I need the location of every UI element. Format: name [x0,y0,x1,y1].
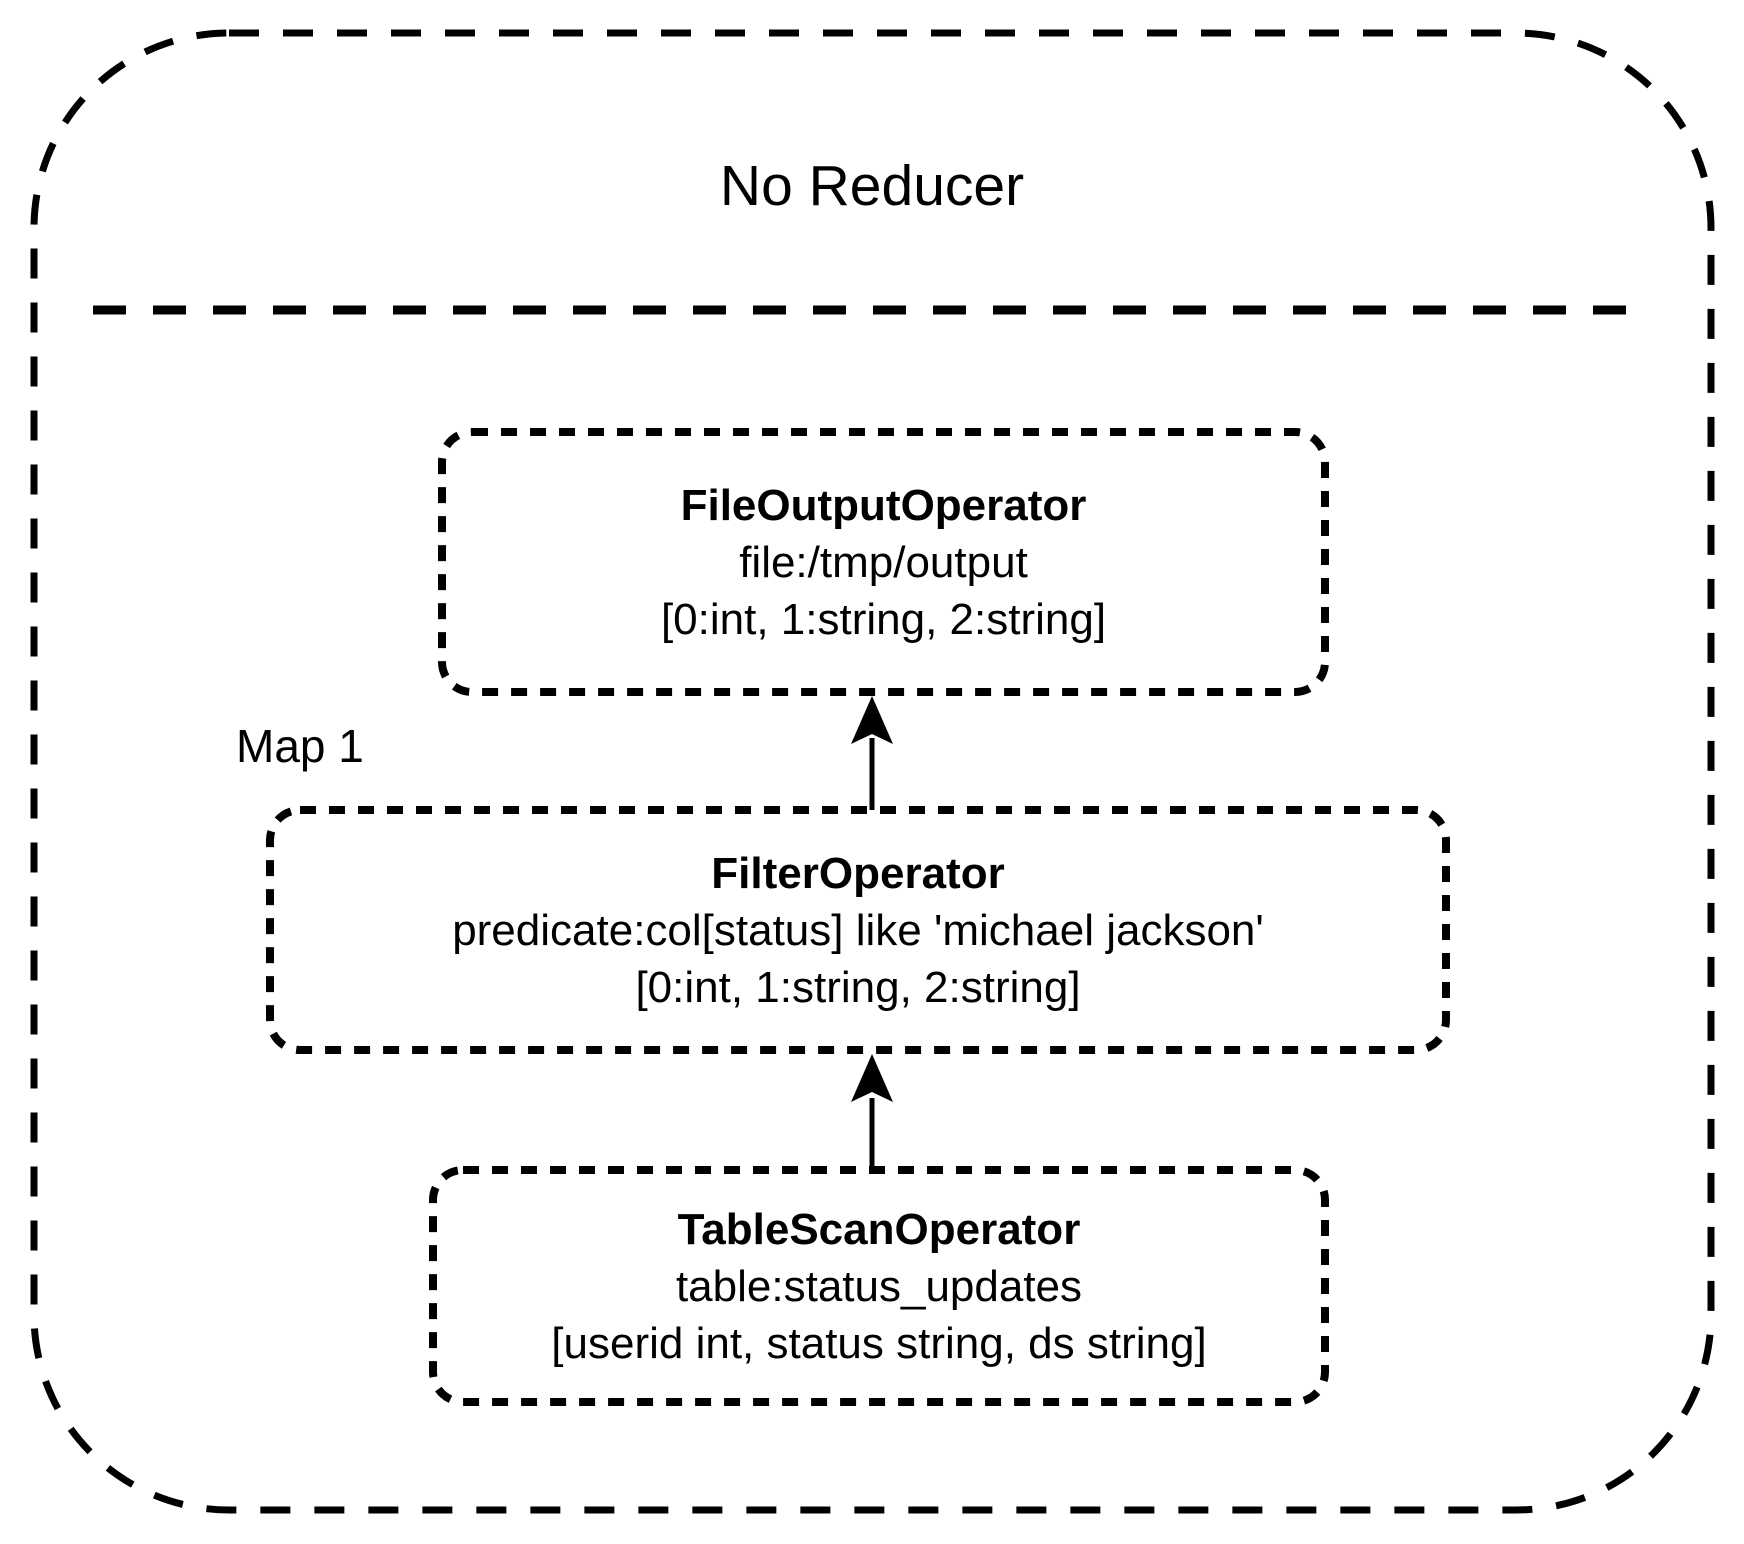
node-fileoutput-schema: [0:int, 1:string, 2:string] [660,594,1107,644]
node-tablescan-title: TableScanOperator [677,1204,1081,1254]
fileoutput-node-border [438,428,1329,696]
node-tablescan-schema: [userid int, status string, ds string] [551,1318,1207,1368]
stage-container-border [30,29,1715,1514]
node-filter-detail: predicate:col[status] like 'michael jack… [452,905,1264,955]
map-task-label: Map 1 [236,720,364,772]
node-tablescan: TableScanOperator table:status_updates [… [433,1170,1325,1402]
node-fileoutput-title: FileOutputOperator [680,480,1087,530]
node-tablescan-detail: table:status_updates [675,1261,1083,1311]
node-fileoutput: FileOutputOperator file:/tmp/output [0:i… [442,432,1325,692]
node-filter: FilterOperator predicate:col[status] lik… [270,810,1446,1050]
node-filter-schema: [0:int, 1:string, 2:string] [635,962,1081,1012]
filter-node-border [266,806,1450,1054]
node-filter-title: FilterOperator [711,848,1005,898]
tablescan-node-border [429,1166,1329,1406]
node-fileoutput-detail: file:/tmp/output [739,537,1028,587]
arrow-filter-to-fileoutput-icon [851,696,893,810]
arrow-tablescan-to-filter-icon [851,1054,893,1168]
stage-title: No Reducer [719,154,1025,218]
